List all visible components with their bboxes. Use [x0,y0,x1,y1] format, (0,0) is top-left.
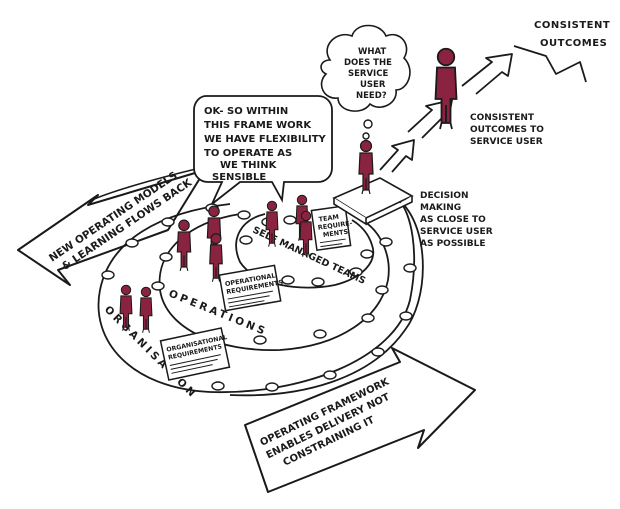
operating-framework-arrow [244,347,476,493]
spiral-rings [97,201,424,397]
decision-note-line-1: DECISION [420,191,469,201]
decision-note-line-5: AS POSSIBLE [420,239,485,249]
decision-note-line-2: MAKING [420,203,461,213]
decision-note-line-3: AS CLOSE TO [420,215,486,225]
organisational-requirements-document: ORGANISATIONAL REQUIREMENTS [159,327,231,381]
decision-note-line-4: SERVICE USER [420,227,493,237]
frontline-worker-figure [358,139,374,195]
svg-text:TEAM: TEAM [318,213,339,224]
thought-line-4: USER [360,80,386,90]
operational-requirements-document: OPERATIONAL REQUIREMENTS [218,264,284,312]
svg-text:MENTS: MENTS [322,228,349,240]
thought-bubble: WHAT DOES THE SERVICE USER NEED? [320,24,411,149]
thought-line-3: SERVICE [348,69,388,79]
decision-platform [332,177,414,226]
people-figures [119,47,458,333]
consistent-outcomes-title-2: OUTCOMES [540,38,607,49]
thought-line-2: DOES THE [344,58,392,68]
person-figure [299,210,313,257]
speech-line-1: OK- SO WITHIN [204,106,288,117]
consistent-outcomes-title-1: CONSISTENT [534,20,610,31]
service-user-figure [434,47,458,130]
person-figure [209,233,223,282]
speech-line-2: THIS FRAME WORK [204,120,312,131]
team-requirements-document: TEAM REQUIRE- MENTS [310,204,353,252]
thought-line-5: NEED? [356,91,387,101]
person-figure [139,286,153,333]
person-figure [176,219,192,272]
outcomes-note-line-3: SERVICE USER [470,137,543,147]
speech-line-4: TO OPERATE AS [204,148,292,159]
person-figure [119,284,133,331]
thought-line-1: WHAT [358,47,386,57]
outcomes-note-line-2: OUTCOMES TO [470,125,544,135]
speech-line-6: SENSIBLE [212,172,266,183]
speech-bubble: OK- SO WITHIN THIS FRAME WORK WE HAVE FL… [193,95,333,205]
outcome-steps-arrows [379,45,587,173]
learning-arrow-line-2: & LEARNING FLOWS BACK [60,176,195,272]
speech-line-3: WE HAVE FLEXIBILITY [204,134,327,145]
speech-line-5: WE THINK [220,160,278,171]
person-figure [265,200,279,247]
outcomes-note-line-1: CONSISTENT [470,113,535,123]
learning-flows-back-arrow [17,167,206,286]
